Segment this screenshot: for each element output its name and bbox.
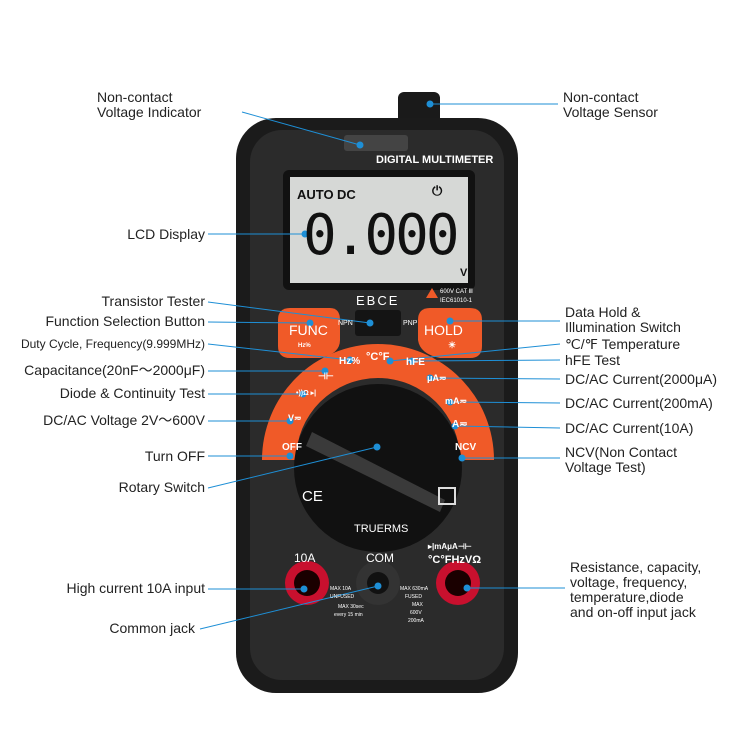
label-temp: ℃/℉ Temperature [565,336,681,352]
jack-10a-label: 10A [294,551,316,565]
label-duty: Duty Cycle, Frequency(9.999MHz) [20,337,205,351]
ce-mark: CE [302,488,323,505]
dial-ncv[interactable]: NCV [455,442,477,453]
dial-a[interactable]: A≂ [452,419,468,430]
dial-ring [262,344,494,460]
jack-com-label: COM [366,551,394,565]
brand: EBCE [356,293,400,308]
warn-630ma: MAX 630mA [400,586,429,592]
lcd-reading: 0.000 [303,203,460,268]
illumination-icon: ☀ [448,340,457,350]
lcd-dc: DC [337,187,356,202]
dial-hz[interactable]: Hz% [339,356,361,367]
label-input-jack: Resistance, capacity,voltage, frequency,… [570,559,702,620]
label-cap: Capacitance(20nF～2000μF) [24,362,205,378]
label-hfe: hFE Test [565,352,620,368]
note-max: MAX [412,602,423,608]
warn-10a-unfused: UNFUSED [330,594,355,600]
label-hold: Data Hold &Illumination Switch [565,304,681,335]
func-button [278,308,340,358]
leader-lines [199,100,565,630]
dial-temp[interactable]: °C°F [366,351,390,363]
hold-button-label[interactable]: HOLD [424,322,463,338]
jack-input-label: °C°FHzVΩ [428,554,482,566]
label-rotary: Rotary Switch [118,479,205,495]
safety-cat: 600V CAT Ⅲ [440,289,473,295]
dial-off[interactable]: OFF [282,442,302,453]
note-30sec: MAX 30sec [338,604,364,610]
func-button-label[interactable]: FUNC [289,322,328,338]
label-lcd: LCD Display [127,226,205,242]
label-diode: Diode & Continuity Test [59,385,205,401]
label-10a: High current 10A input [66,580,205,596]
warn-10a: MAX 10A [330,586,352,592]
dial-ua[interactable]: μA≂ [427,373,447,383]
power-icon: ⏻ [432,183,443,198]
double-insulation-icon [438,487,456,505]
dial-diode[interactable]: •))Ω ▸| [296,390,317,397]
lcd-screen [290,177,468,283]
dial-cap[interactable]: ⊣⊢ [318,371,334,381]
label-func: Function Selection Button [45,313,205,329]
label-ua: DC/AC Current(2000μA) [565,371,718,387]
dial-hfe[interactable]: hFE [406,357,425,368]
truerms-label: TRUERMS [354,523,409,535]
note-600v: 600V [410,610,422,616]
jack-input-top: ▸|mAμA⊣⊢ [428,542,472,551]
note-200ma: 200mA [408,618,424,624]
transistor-socket [355,310,401,336]
label-volt: DC/AC Voltage 2V～600V [43,412,205,428]
label-ma: DC/AC Current(200mA) [565,395,713,411]
knob-pointer [306,432,445,512]
label-com: Common jack [109,620,195,636]
warning-icon [426,288,438,298]
dial-ma[interactable]: mA≂ [445,396,468,406]
note-15min: every 15 min [334,612,363,618]
dial-volt[interactable]: V≂ [288,413,302,423]
warn-fused: FUSED [405,594,422,600]
device-title: DIGITAL MULTIMETER [376,154,494,166]
label-off: Turn OFF [144,448,205,464]
npn-label: NPN [338,320,353,327]
label-transistor: Transistor Tester [101,293,205,309]
lcd-auto: AUTO [297,187,334,202]
func-sub-label: Hz% [298,343,311,349]
safety-std: IEC61010-1 [440,298,473,304]
pnp-label: PNP [403,320,418,327]
label-a: DC/AC Current(10A) [565,420,694,436]
lcd-unit: V [460,267,468,279]
